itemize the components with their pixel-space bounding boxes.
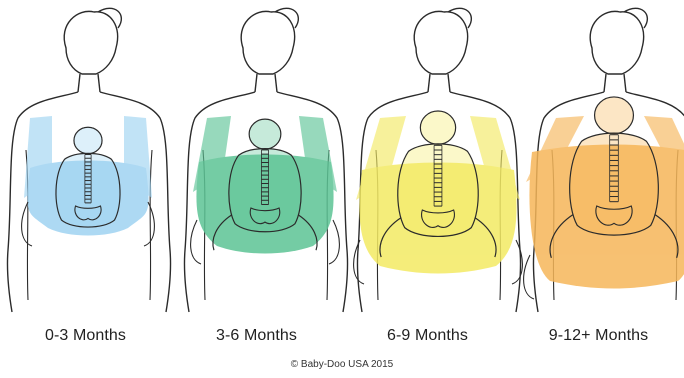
stage-figure-0 [7, 8, 170, 312]
copyright-notice: © Baby-Doo USA 2015 [0, 359, 684, 370]
age-label-3-6-months: 3-6 Months [171, 327, 342, 345]
age-label-6-9-months: 6-9 Months [342, 327, 513, 345]
age-label-9-12-months: 9-12+ Months [513, 327, 684, 345]
stage-figure-3 [524, 8, 684, 312]
age-label-0-3-months: 0-3 Months [0, 327, 171, 345]
stage-figure-2 [354, 8, 523, 312]
stage-figure-1 [184, 8, 347, 312]
